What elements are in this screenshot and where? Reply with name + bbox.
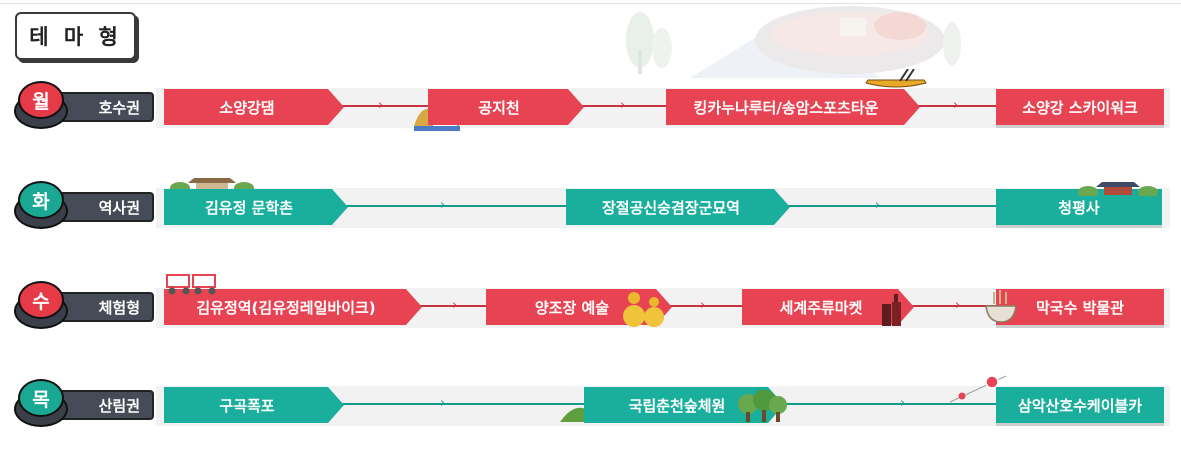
chevron-right-icon: › bbox=[953, 98, 959, 113]
route-connector bbox=[905, 105, 1000, 107]
day-badge: 역사권 화 bbox=[12, 179, 154, 231]
chevron-right-icon: › bbox=[875, 198, 881, 213]
route-row-wednesday: 체험형 수 › › › 김유정역(김유정레일바이크) 양조장 예술 세계주류마켓… bbox=[0, 274, 1181, 336]
chevron-right-icon: › bbox=[700, 298, 706, 313]
chevron-right-icon: › bbox=[620, 98, 626, 113]
route-stop[interactable]: 삼악산호수케이블카 bbox=[996, 387, 1164, 423]
chevron-right-icon: › bbox=[440, 198, 446, 213]
day-label: 화 bbox=[18, 181, 64, 219]
gourd-bottle-icon bbox=[623, 292, 664, 327]
route-connector bbox=[335, 205, 575, 207]
chevron-right-icon: › bbox=[378, 98, 384, 113]
rail-bike-icon bbox=[166, 274, 216, 295]
day-circle: 월 bbox=[12, 79, 72, 131]
route-stop[interactable]: 구곡폭포 bbox=[164, 387, 344, 423]
route-stop[interactable]: 막국수 박물관 bbox=[996, 289, 1164, 325]
day-label: 목 bbox=[18, 379, 64, 417]
route-stop[interactable]: 소양강 스카이워크 bbox=[996, 89, 1164, 125]
chevron-right-icon: › bbox=[955, 298, 961, 313]
route-stop[interactable]: 청평사 bbox=[996, 189, 1162, 225]
route-stop[interactable]: 공지천 bbox=[428, 89, 584, 125]
top-divider bbox=[0, 3, 1181, 4]
route-row-monday: 호수권 월 › › › 소양강댐 공지천 킹카누나루터/송암스포츠타운 소양강 … bbox=[0, 69, 1181, 136]
route-connector bbox=[410, 305, 500, 307]
route-stop[interactable]: 소양강댐 bbox=[164, 89, 344, 125]
day-circle: 수 bbox=[12, 279, 72, 331]
route-row-tuesday: 역사권 화 › › 김유정 문학촌 장절공신숭겸장군묘역 청평사 bbox=[0, 176, 1181, 236]
route-stop[interactable]: 킹카누나루터/송암스포츠타운 bbox=[666, 89, 920, 125]
chevron-right-icon: › bbox=[452, 298, 458, 313]
day-circle: 목 bbox=[12, 377, 72, 429]
route-stop[interactable]: 김유정 문학촌 bbox=[164, 189, 348, 225]
background-illustration bbox=[626, 6, 961, 78]
route-stop[interactable]: 국립춘천숲체원 bbox=[584, 387, 784, 423]
route-row-thursday: 산림권 목 › › 구곡폭포 국립춘천숲체원 삼악산호수케이블카 bbox=[0, 374, 1181, 434]
hanok-house-icon bbox=[170, 178, 254, 192]
route-connector bbox=[780, 403, 1000, 405]
route-connector bbox=[335, 403, 585, 405]
day-badge: 산림권 목 bbox=[12, 377, 154, 429]
route-connector bbox=[780, 205, 1000, 207]
day-badge: 체험형 수 bbox=[12, 279, 154, 331]
day-label: 월 bbox=[18, 81, 64, 119]
route-stop[interactable]: 장절공신숭겸장군묘역 bbox=[566, 189, 790, 225]
day-circle: 화 bbox=[12, 179, 72, 231]
chevron-right-icon: › bbox=[440, 396, 446, 411]
route-connector bbox=[570, 105, 670, 107]
cable-car-icon bbox=[950, 375, 1006, 403]
canoe-icon bbox=[865, 69, 927, 88]
temple-icon bbox=[1078, 182, 1158, 196]
day-badge: 호수권 월 bbox=[12, 79, 154, 131]
day-label: 수 bbox=[18, 281, 64, 319]
route-stop[interactable]: 김유정역(김유정레일바이크) bbox=[164, 289, 422, 325]
forest-trees-icon bbox=[738, 390, 787, 422]
route-connector bbox=[905, 305, 1000, 307]
liquor-bottle-icon bbox=[882, 294, 901, 326]
route-connector bbox=[330, 105, 430, 107]
route-connector bbox=[660, 305, 750, 307]
noodle-bowl-icon bbox=[985, 290, 1017, 323]
page-title: 테 마 형 bbox=[15, 12, 136, 60]
chevron-right-icon: › bbox=[900, 396, 906, 411]
